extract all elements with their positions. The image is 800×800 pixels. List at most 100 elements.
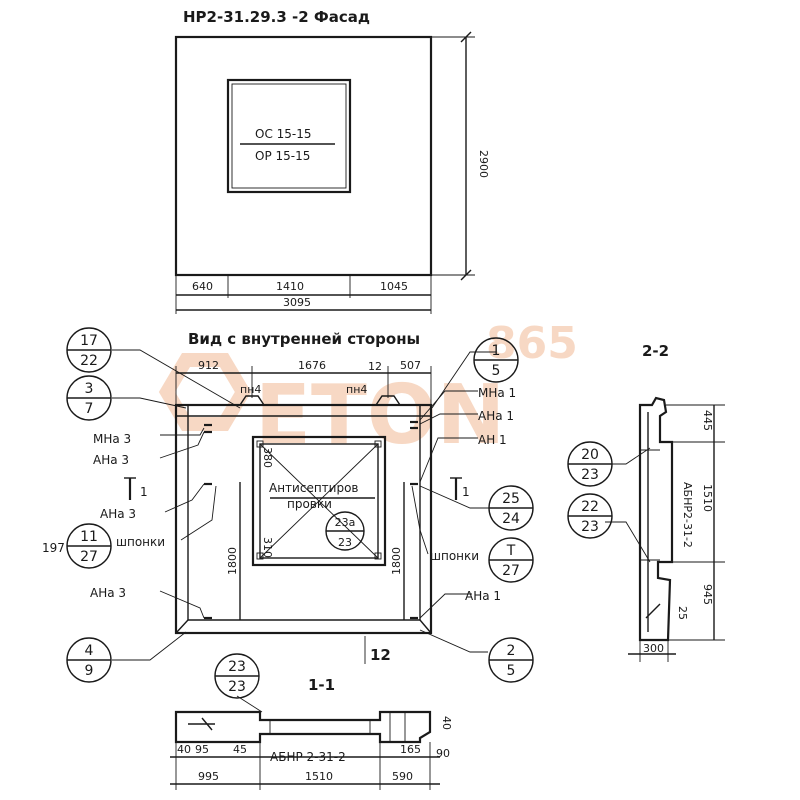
inner-dim-380: 380	[261, 447, 274, 468]
inner-label-ana1-a: АНа 1	[478, 409, 514, 423]
inner-side-number: 197	[42, 541, 65, 555]
section11-dim-45: 45	[233, 743, 247, 756]
section11-label: АБНР 2-31-2	[270, 750, 346, 764]
callout-leaders	[112, 349, 511, 661]
section11-title: 1-1	[308, 676, 335, 694]
facade-dim-height: 2900	[477, 150, 490, 178]
section11-dim-95: 95	[195, 743, 209, 756]
section11-dim-995: 995	[198, 770, 219, 783]
facade-dim-left: 640	[192, 280, 213, 293]
inner-shponki-right: шпонки	[430, 549, 479, 563]
callout-bottom-number: 23	[581, 519, 599, 535]
inner-dim-right-1800: 1800	[390, 547, 403, 575]
callout-top-number: Т	[506, 543, 516, 559]
callout-top-number: 23а	[335, 516, 356, 529]
inner-view: Вид с внутренней стороны 912 1676 507 12…	[42, 330, 516, 664]
inner-label-ana3-a: АНа 3	[93, 453, 129, 467]
callout-bottom-number: 22	[80, 353, 98, 369]
callout-top-number: 3	[85, 381, 94, 397]
inner-label-ana3-b: АНа 3	[100, 507, 136, 521]
inner-shponki-left: шпонки	[116, 535, 165, 549]
callout-top-number: 23	[228, 659, 246, 675]
section11-dim-590: 590	[392, 770, 413, 783]
section-2-2: 2-2 445 1510 945 25 АБНР2-31-2 300	[605, 342, 725, 662]
facade-title: НР2-31.29.3 -2 Фасад	[183, 8, 370, 26]
callout-top-number: 1	[492, 343, 501, 359]
callout-circle: 37	[66, 375, 112, 421]
callout-circle: 15	[473, 337, 519, 383]
inner-window-frame	[251, 435, 387, 567]
callout-circle: 49	[66, 637, 112, 683]
facade-panel	[174, 35, 433, 277]
section22-dim-25: 25	[676, 606, 689, 620]
callout-top-number: 11	[80, 529, 98, 545]
section-1-1: 1-1 40 95 45 АБНР 2-31-2 165 90 40 995 1…	[170, 676, 453, 790]
section11-dim-1510: 1510	[305, 770, 333, 783]
callout-top-number: 25	[502, 491, 520, 507]
section-mark-right-label: 1	[462, 485, 470, 499]
inner-pn-right: пн4	[346, 383, 367, 396]
inner-label-ana1-b: АНа 1	[465, 589, 501, 603]
inner-dim-left-1800: 1800	[226, 547, 239, 575]
inner-dim-top-mid: 1676	[298, 359, 326, 372]
callout-bottom-number: 23	[581, 467, 599, 483]
facade-dim-total: 3095	[283, 296, 311, 309]
callout-top-number: 4	[85, 643, 94, 659]
watermark-hexagon-icon	[158, 353, 252, 431]
inner-label-mna1: МНа 1	[478, 386, 516, 400]
section11-profile	[174, 710, 432, 744]
section11-dim-165: 165	[400, 743, 421, 756]
section22-dim-300: 300	[643, 642, 664, 655]
inner-dim-top-12: 12	[368, 360, 382, 373]
callout-bottom-number: 9	[85, 663, 94, 679]
facade-window-opening	[226, 78, 352, 194]
callout-top-number: 20	[581, 447, 599, 463]
section11-dim-90: 90	[436, 747, 450, 760]
inner-panel	[174, 403, 433, 635]
inner-note-line1: Антисептиров	[269, 481, 359, 495]
section22-dim-445: 445	[701, 410, 714, 431]
inner-label-ah1: АН 1	[478, 433, 507, 447]
facade-window-label-top: ОС 15-15	[255, 127, 312, 141]
callout-circle: Т 27	[488, 537, 534, 583]
callout-bottom-number: 23	[338, 536, 352, 549]
inner-dim-top-left: 912	[198, 359, 219, 372]
section-mark-right: 1	[450, 477, 470, 500]
callout-bottom-number: 24	[502, 511, 520, 527]
facade-window-label-bottom: ОР 15-15	[255, 149, 310, 163]
inner-dim-310: 310	[261, 537, 274, 558]
section22-title: 2-2	[642, 342, 669, 360]
section22-dim-945: 945	[701, 584, 714, 605]
inner-pn-left: пн4	[240, 383, 261, 396]
callout-top-number: 17	[80, 333, 98, 349]
section22-dim-1510: 1510	[701, 484, 714, 512]
callout-circle: 25	[488, 637, 534, 683]
callout-bottom-number: 23	[228, 679, 246, 695]
inner-label-ana3-c: АНа 3	[90, 586, 126, 600]
callout-bottom-number: 5	[492, 363, 501, 379]
inner-label-mna3: МНа 3	[93, 432, 131, 446]
facade-dim-right: 1045	[380, 280, 408, 293]
section11-dim-40: 40	[177, 743, 191, 756]
callout-bottom-number: 7	[85, 401, 94, 417]
inner-dim-bottom-12: 12	[370, 646, 391, 664]
callout-bottom-number: 5	[507, 663, 516, 679]
section22-profile	[638, 396, 674, 642]
inner-title: Вид с внутренней стороны	[188, 330, 420, 348]
callout-bottom-number: 27	[502, 563, 520, 579]
inner-note-line2: провки	[287, 497, 332, 511]
section-mark-left: 1	[124, 477, 148, 500]
callout-circle: 23а 23	[325, 511, 365, 551]
section11-dim-40v: 40	[440, 716, 453, 730]
facade-view: НР2-31.29.3 -2 Фасад ОС 15-15 ОР 15-15 2…	[174, 8, 490, 314]
callout-top-number: 2	[507, 643, 516, 659]
facade-dim-mid: 1410	[276, 280, 304, 293]
callout-top-number: 22	[581, 499, 599, 515]
section-mark-left-label: 1	[140, 485, 148, 499]
